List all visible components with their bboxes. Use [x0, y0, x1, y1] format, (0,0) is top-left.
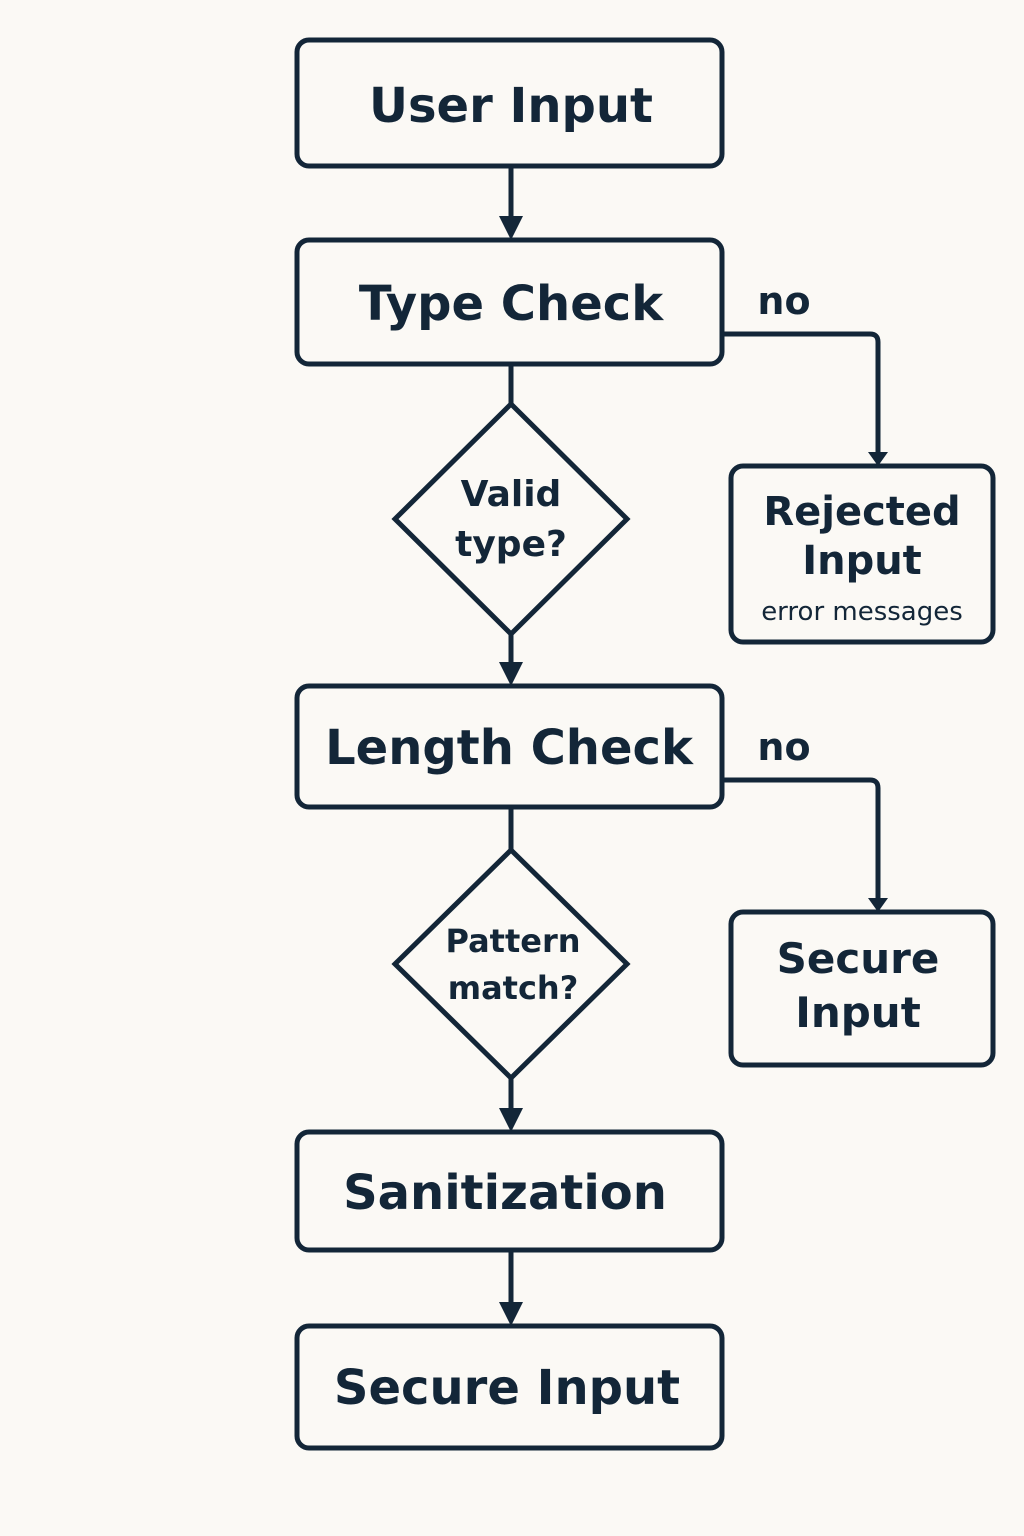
connector-length-check-to-secure-input-side	[722, 777, 881, 902]
node-secure-input-side: Secure Input	[728, 909, 996, 1068]
node-length-check: Length Check	[294, 683, 725, 810]
connector-type-check-to-rejected-input	[722, 331, 881, 456]
arrowhead-secure-input-final	[499, 1302, 523, 1326]
arrowhead-length-check	[499, 662, 523, 686]
decision-valid-type-line2: type?	[455, 524, 567, 565]
node-secure-input-side-line1: Secure	[777, 934, 940, 983]
node-sanitization-label: Sanitization	[343, 1165, 667, 1221]
arrowhead-rejected-input	[868, 452, 888, 466]
node-secure-input-side-line2: Input	[795, 988, 921, 1037]
decision-pattern-match-line2: match?	[448, 969, 579, 1007]
decision-pattern-match-line1: Pattern	[445, 922, 580, 960]
node-user-input: User Input	[294, 37, 725, 169]
decision-pattern-match: Pattern match?	[391, 846, 631, 1082]
decision-valid-type: Valid type?	[391, 400, 631, 638]
connectors	[499, 166, 888, 1326]
edge-label-length-check-no: no	[757, 725, 810, 769]
node-type-check-label: Type Check	[359, 276, 664, 332]
node-rejected-input-line1: Rejected	[763, 489, 960, 535]
node-rejected-input-note: error messages	[761, 597, 963, 627]
arrowhead-type-check	[499, 216, 523, 240]
node-secure-input-final-label: Secure Input	[334, 1360, 680, 1416]
node-secure-input-final: Secure Input	[294, 1323, 725, 1451]
node-rejected-input: Rejected Input error messages	[728, 463, 996, 645]
node-user-input-label: User Input	[369, 78, 653, 134]
arrowhead-sanitization	[499, 1108, 523, 1132]
arrowhead-secure-input-side	[868, 898, 888, 912]
node-type-check: Type Check	[294, 237, 725, 367]
node-sanitization: Sanitization	[294, 1129, 725, 1253]
node-length-check-label: Length Check	[325, 720, 694, 776]
edge-label-type-check-no: no	[757, 279, 810, 323]
decision-valid-type-line1: Valid	[461, 474, 562, 515]
node-rejected-input-line2: Input	[802, 538, 922, 584]
